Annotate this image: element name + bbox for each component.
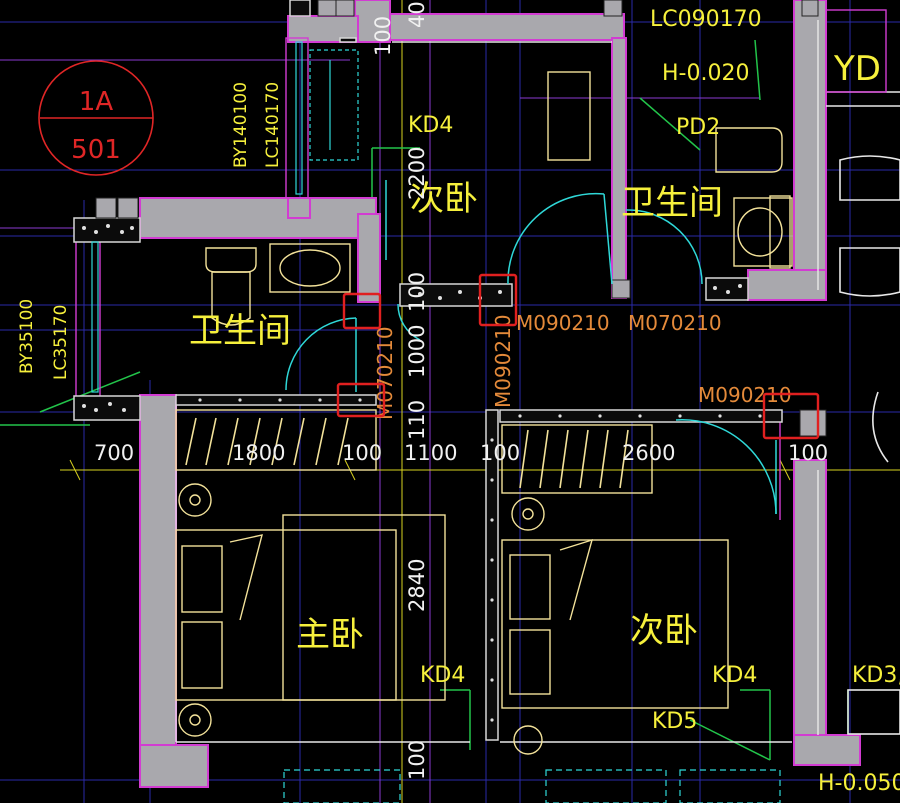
dimension-40: 40 [405, 1, 429, 28]
windows [91, 41, 359, 393]
column-markers [95, 0, 827, 437]
tag-kd4-mid-right: KD4 [712, 663, 757, 688]
dimension-100-a: 100 [342, 441, 382, 465]
room-label-bathroom-left: 卫生间 [189, 311, 291, 351]
room-label-second-bedroom-bottom: 次卧 [630, 611, 698, 651]
tag-elevation-bottom: H-0.050 [818, 771, 900, 796]
wardrobe-hangers [185, 417, 629, 489]
room-label-master-bedroom: 主卧 [296, 615, 364, 655]
dimension-100-c: 100 [788, 441, 828, 465]
door-swings [285, 180, 777, 515]
dimension-1000: 1000 [405, 325, 429, 378]
window-label-lc090170: LC090170 [650, 7, 762, 32]
tag-elevation-top: H-0.020 [662, 61, 749, 86]
dimension-2840: 2840 [405, 559, 429, 612]
dimension-700: 700 [94, 441, 134, 465]
tag-yd: YD [833, 49, 881, 89]
lower-floor-outlines [283, 769, 781, 803]
room-label-second-bedroom-top: 次卧 [410, 179, 478, 219]
window-label-by140100: BY140100 [231, 82, 251, 168]
window-label-lc140170: LC140170 [263, 82, 283, 168]
dimension-1100: 1100 [404, 441, 457, 465]
walls [139, 0, 861, 788]
axis-bubble: 1A 501 [38, 60, 154, 176]
door-label-m090210-horizontal: M090210 [516, 311, 610, 335]
window-label-by35100: BY35100 [17, 299, 37, 374]
tag-kd3: KD3,K [852, 663, 900, 688]
door-label-m070210-right: M070210 [628, 311, 722, 335]
hatch-dots [82, 224, 762, 722]
dimension-110: 110 [405, 400, 429, 440]
furniture [175, 71, 793, 755]
dimension-100-top: 100 [371, 16, 395, 56]
axis-bubble-top: 1A [79, 87, 114, 117]
dimension-100-mid: 100 [405, 272, 429, 312]
door-label-m090210-vertical: M090210 [491, 314, 515, 408]
dimension-100-bottom: 100 [405, 740, 429, 780]
room-label-bathroom-right: 卫生间 [621, 183, 723, 223]
dimension-100-b: 100 [480, 441, 520, 465]
dimension-1800: 1800 [232, 441, 285, 465]
dimension-2200: 2200 [405, 147, 429, 200]
tag-pd2: PD2 [676, 115, 720, 140]
tag-kd5: KD5 [652, 709, 697, 734]
dimension-2600: 2600 [622, 441, 675, 465]
annotation-highlights [336, 273, 820, 440]
tag-kd4-top: KD4 [408, 113, 453, 138]
tag-kd4-mid-left: KD4 [420, 663, 465, 688]
window-label-lc35170: LC35170 [51, 305, 71, 380]
axis-bubble-bottom: 501 [71, 135, 121, 165]
